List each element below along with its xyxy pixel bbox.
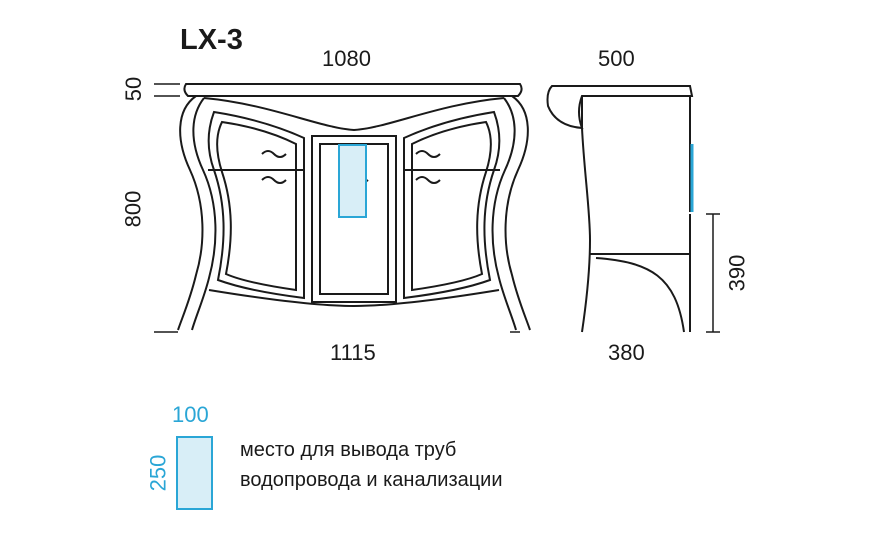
model-name: LX-3: [180, 24, 243, 56]
top-thickness-label: 50: [121, 76, 147, 102]
right-door-outer: [403, 110, 501, 300]
legend-height-label: 250: [145, 454, 171, 492]
center-door-outer: [311, 135, 397, 303]
legend-swatch: [176, 436, 213, 510]
side-front: [581, 96, 592, 333]
height-label: 800: [120, 190, 146, 228]
legend-width-label: 100: [172, 402, 209, 427]
bottom-width-label: 1115: [330, 340, 376, 365]
front-bottom-curve: [208, 289, 500, 308]
side-plinth-curve: [595, 257, 685, 333]
right-door-inner: [411, 120, 492, 292]
side-countertop: [546, 85, 694, 130]
left-door-inner: [216, 120, 297, 292]
front-left-side-inner: [191, 97, 217, 331]
bottom-depth-label: 380: [608, 340, 645, 365]
handle-right-top: [415, 150, 441, 158]
plinth-height-label: 390: [724, 254, 750, 292]
front-countertop: [183, 83, 523, 97]
front-left-side: [177, 95, 204, 331]
legend-line-2: водопровода и канализации: [240, 469, 503, 491]
front-view: [177, 83, 531, 331]
front-dimensions: [154, 83, 520, 333]
left-door-outer: [207, 110, 305, 300]
handle-left-bottom: [261, 176, 287, 184]
front-right-side: [504, 95, 531, 331]
top-depth-label: 500: [598, 46, 635, 71]
legend-line-1: место для вывода труб: [240, 439, 457, 461]
front-plumbing-zone: [338, 144, 367, 218]
front-apron-top: [203, 97, 505, 132]
front-right-side-inner: [491, 97, 517, 331]
handle-right-bottom: [415, 176, 441, 184]
side-view: [546, 85, 694, 333]
top-width-label: 1080: [322, 46, 371, 71]
side-dimensions: [706, 213, 720, 333]
handle-left-top: [261, 150, 287, 158]
